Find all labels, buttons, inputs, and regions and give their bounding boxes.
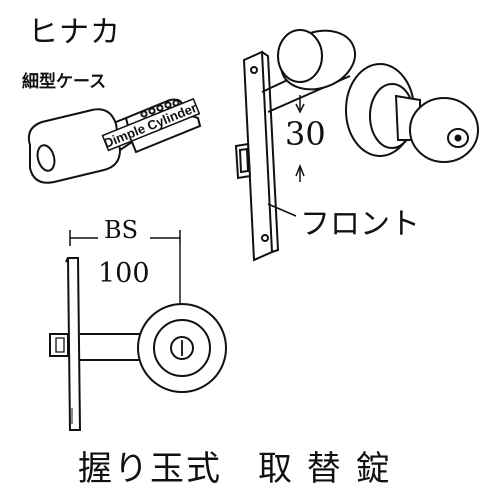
lockset-perspective-drawing xyxy=(234,29,479,262)
case-type-label: 細型ケース xyxy=(22,72,107,92)
backset-dimension-label: BS xyxy=(104,216,139,244)
key-brand-label: Dimple Cylinder xyxy=(101,100,198,151)
product-caption: 握り玉式 取 替 錠 xyxy=(78,449,392,489)
backset-dimension-value: 100 xyxy=(98,258,150,289)
lockset-side-drawing xyxy=(49,230,227,431)
front-plate-label: フロント xyxy=(300,207,420,242)
brand-name: ヒナカ xyxy=(28,15,121,50)
dimple-key-drawing xyxy=(27,98,202,184)
center-height-value: 30 xyxy=(285,115,326,153)
